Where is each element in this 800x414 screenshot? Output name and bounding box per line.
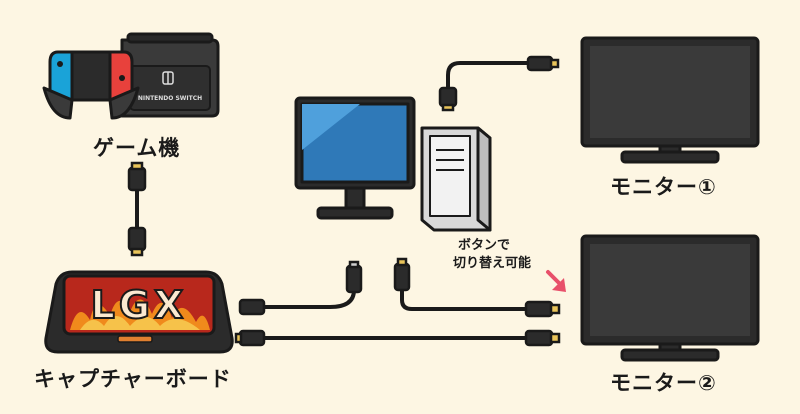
hdmi-connector-icon [234, 329, 266, 347]
hdmi-connector-icon [526, 55, 560, 72]
switch-logo-icon [162, 71, 174, 85]
usb-connector-icon [345, 260, 363, 294]
hdmi-connector-icon [524, 300, 561, 318]
monitor-icon [580, 234, 760, 362]
hdmi-connector-icon [393, 257, 411, 292]
hdmi-connector-icon [524, 329, 561, 347]
cable-capture-pc [260, 288, 356, 309]
nintendo-switch-icon [42, 32, 220, 120]
label-switch-note-line1: ボタンで [458, 238, 511, 253]
desktop-pc-icon [294, 96, 492, 232]
label-monitor-2: モニター② [610, 371, 717, 395]
label-game-console: ゲーム機 [93, 136, 181, 160]
console-brand-text: NINTENDO SWITCH [138, 95, 202, 102]
cable-pc-monitor2 [400, 286, 530, 311]
connectors [127, 55, 561, 347]
label-capture-board: キャプチャーボード [34, 367, 232, 391]
capture-brand-text: LGX [91, 283, 188, 327]
hdmi-connector-icon [438, 86, 458, 112]
usb-connector-icon [238, 298, 266, 316]
hdmi-connector-icon [127, 226, 147, 257]
label-monitor-1: モニター① [610, 175, 717, 199]
capture-board-icon [44, 270, 234, 354]
cables [135, 61, 534, 340]
label-switch-note-line2: 切り替え可能 [453, 256, 532, 271]
red-arrow-icon [546, 270, 566, 292]
cable-pc-monitor1 [446, 61, 534, 92]
monitor-icon [580, 36, 760, 164]
hdmi-connector-icon [127, 161, 147, 192]
